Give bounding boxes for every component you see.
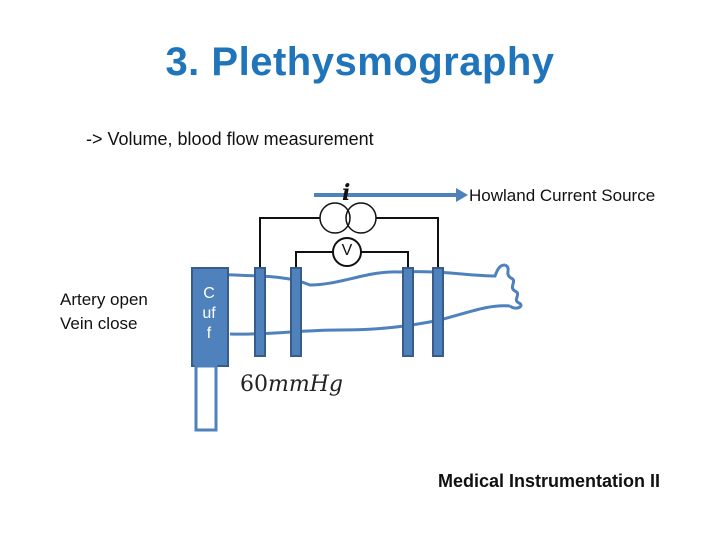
- voltage-symbol: V: [341, 242, 353, 259]
- cuff-pressure-label: 60mmHg: [240, 372, 343, 397]
- condition-line-artery: Artery open: [60, 290, 148, 309]
- condition-label: Artery open Vein close: [60, 288, 148, 336]
- cuff-label-line2: uf: [202, 305, 216, 322]
- footer-course-title: Medical Instrumentation II: [438, 471, 661, 491]
- condition-line-vein: Vein close: [60, 314, 138, 333]
- arm-outline-lower: [229, 304, 511, 336]
- cuff-label-line3: f: [206, 325, 212, 342]
- cuff-tube: [194, 364, 218, 432]
- outer-electrode-wire-right: [376, 217, 439, 270]
- arm-outline: [191, 263, 506, 287]
- current-source-label: Howland Current Source: [469, 186, 656, 205]
- electrode-outer-right: [432, 267, 444, 357]
- pressure-unit: mmHg: [268, 372, 343, 397]
- electrode-outer-left: [254, 267, 266, 357]
- slide-subtitle: -> Volume, blood flow measurement: [86, 129, 374, 149]
- voltmeter-circle: [332, 237, 362, 267]
- hand-fingers: [504, 263, 523, 310]
- current-source-arrowhead: [456, 188, 468, 202]
- pressure-value: 60: [240, 372, 268, 397]
- inner-electrode-wire-right: [361, 251, 409, 270]
- cuff-label-line1: C: [203, 285, 215, 302]
- inner-electrode-wire: [295, 251, 333, 270]
- electrode-inner-right: [402, 267, 414, 357]
- cuff-label: C uf f: [193, 284, 225, 344]
- electrode-inner-left: [290, 267, 302, 357]
- outer-electrode-wire: [259, 217, 320, 270]
- current-symbol: i: [342, 180, 351, 206]
- slide-title: 3. Plethysmography: [165, 40, 555, 84]
